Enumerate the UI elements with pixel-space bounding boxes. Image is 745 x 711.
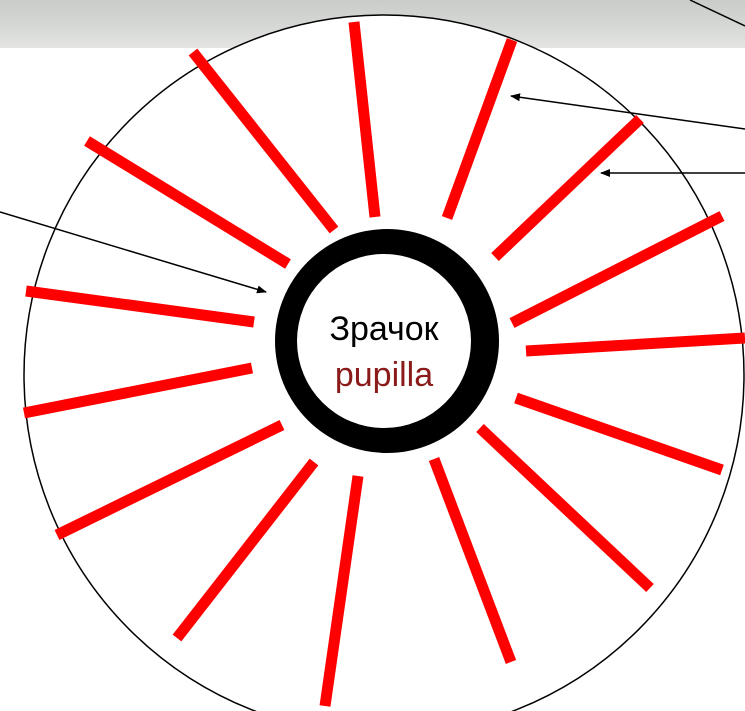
leader-line-top-right bbox=[690, 0, 745, 26]
pupil-label-latin: pupilla bbox=[335, 356, 433, 394]
pupil-label-russian: Зрачок bbox=[329, 310, 439, 348]
